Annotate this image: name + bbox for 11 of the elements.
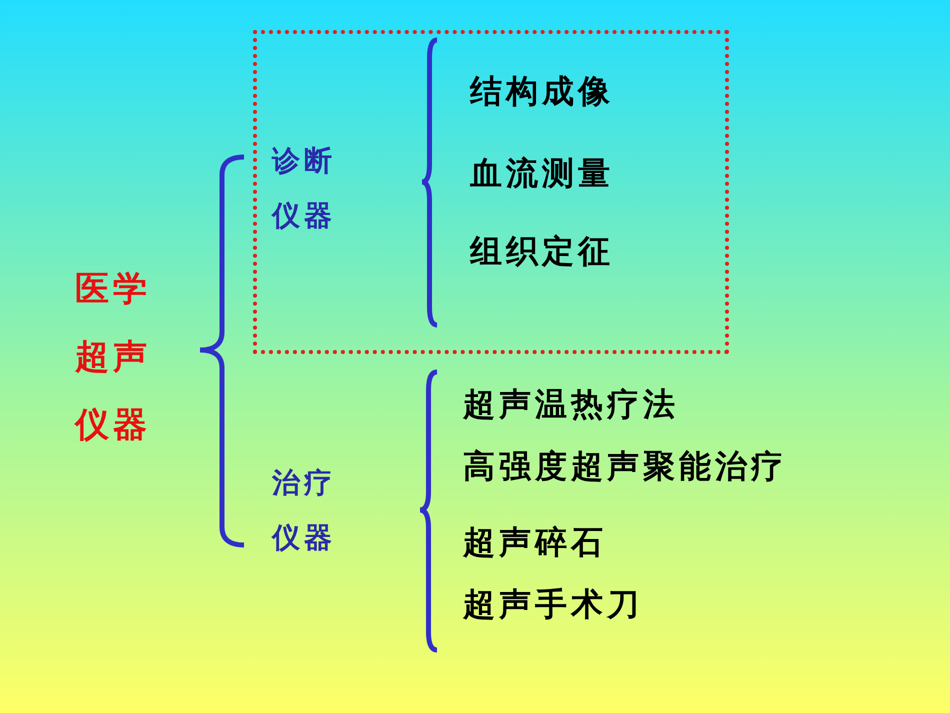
root-label: 医学超声仪器 (75, 268, 152, 447)
item-label: 超声手术刀 (463, 584, 643, 625)
item-label: 高强度超声聚能治疗 (463, 446, 787, 487)
item-label: 组织定征 (470, 230, 614, 274)
item-label: 血流测量 (470, 152, 614, 196)
item-label: 超声碎石 (463, 522, 607, 563)
dotted-frame (253, 30, 729, 354)
category-label: 治疗仪器 (272, 465, 337, 556)
category-label: 诊断仪器 (272, 133, 352, 243)
item-label: 超声温热疗法 (463, 384, 679, 425)
item-label: 结构成像 (470, 70, 614, 114)
